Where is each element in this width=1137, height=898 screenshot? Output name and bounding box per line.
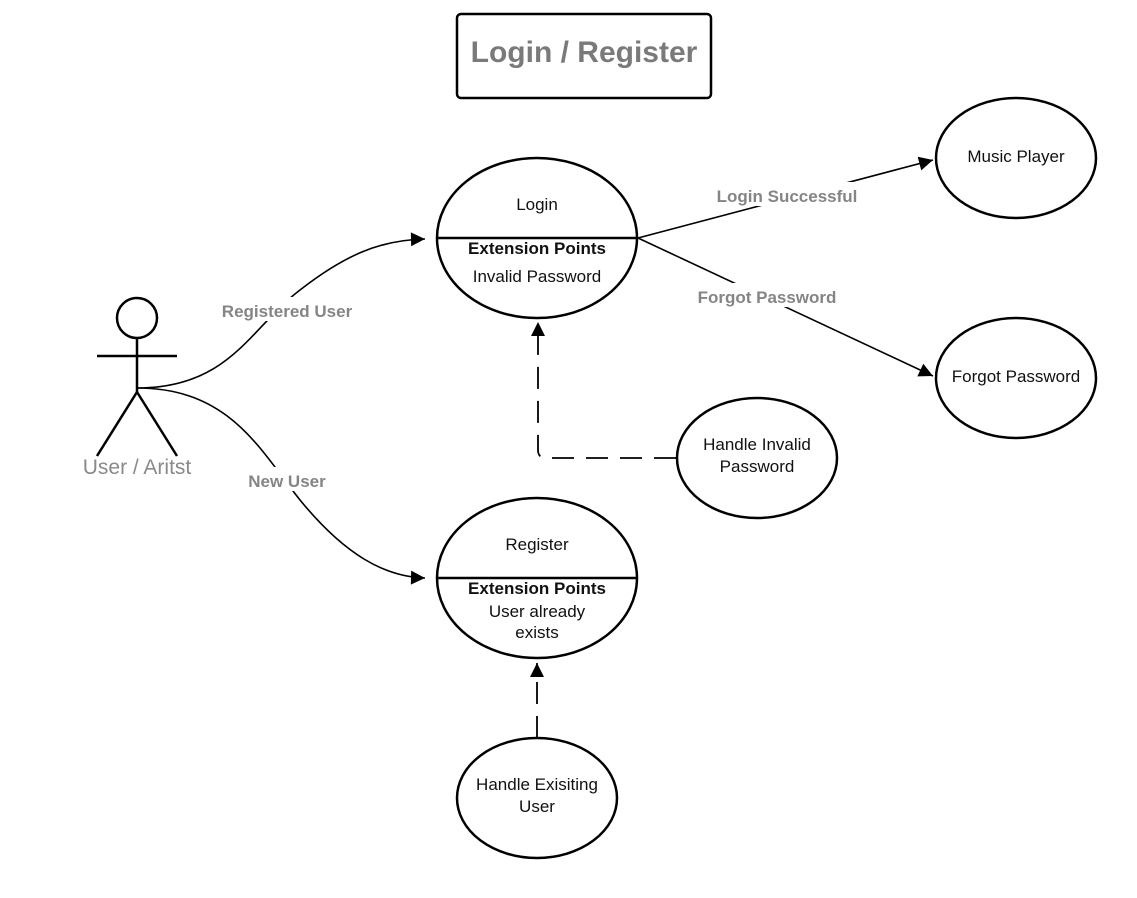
handle-invalid-ellipse xyxy=(675,396,839,520)
label-new-user: New User xyxy=(248,472,326,491)
login-name: Login xyxy=(516,195,558,214)
login-ext-header: Extension Points xyxy=(468,239,606,258)
handle-existing-line-2: User xyxy=(519,797,555,816)
use-case-handle-invalid-password: Handle Invalid Password xyxy=(675,396,839,520)
music-player-ellipse xyxy=(934,96,1098,220)
actor-right-leg xyxy=(135,391,179,457)
label-registered-user: Registered User xyxy=(222,302,353,321)
register-ext-line-2: exists xyxy=(515,623,558,642)
register-name: Register xyxy=(505,535,569,554)
handle-invalid-line-2: Password xyxy=(720,457,795,476)
edge-new-user xyxy=(136,387,426,585)
use-case-forgot-password: Forgot Password xyxy=(934,316,1098,440)
title-text: Login / Register xyxy=(471,36,698,69)
register-ext-line-1: User already xyxy=(489,602,586,621)
use-case-register: Register Extension Points User already e… xyxy=(435,496,639,660)
diagram-title: Login / Register xyxy=(455,12,713,100)
actor-label: User / Aritst xyxy=(83,456,192,479)
actor-head xyxy=(115,296,159,340)
forgot-password-text: Forgot Password xyxy=(952,367,1081,386)
title-box xyxy=(455,12,713,100)
forgot-password-ellipse xyxy=(934,316,1098,440)
handle-existing-line-1: Handle Exisiting xyxy=(476,775,598,794)
handle-existing-ellipse xyxy=(455,736,619,860)
actor-left-leg xyxy=(95,391,139,457)
label-forgot-password-edge: Forgot Password xyxy=(698,288,837,307)
handle-invalid-line-1: Handle Invalid xyxy=(703,435,811,454)
actor-user-artist: User / Aritst xyxy=(83,296,192,479)
music-player-text: Music Player xyxy=(967,147,1065,166)
edge-labels: Registered User New User Login Successfu… xyxy=(213,182,868,491)
edge-registered-user xyxy=(136,232,426,389)
use-case-music-player: Music Player xyxy=(934,96,1098,220)
edge-handle-invalid-extends xyxy=(531,322,676,459)
use-case-login: Login Extension Points Invalid Password xyxy=(435,156,639,320)
register-ext-header: Extension Points xyxy=(468,579,606,598)
use-case-handle-existing-user: Handle Exisiting User xyxy=(455,736,619,860)
login-ext-line-1: Invalid Password xyxy=(473,267,602,286)
label-login-successful: Login Successful xyxy=(717,187,858,206)
